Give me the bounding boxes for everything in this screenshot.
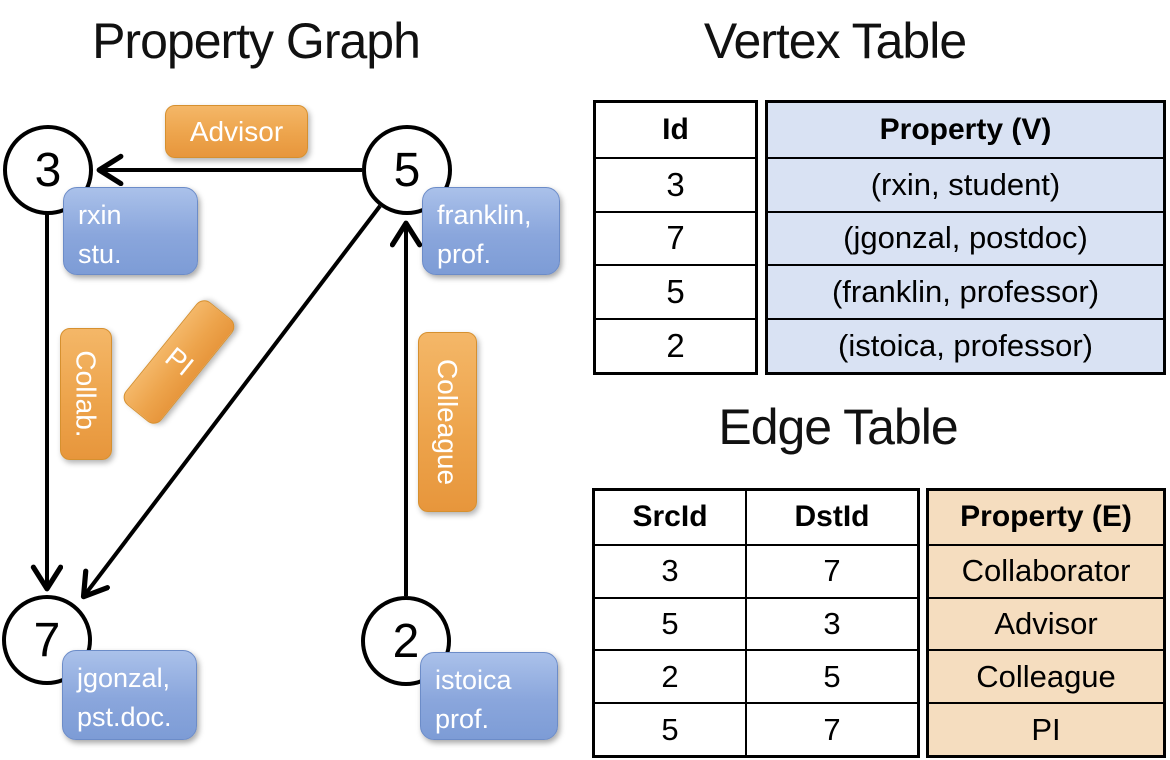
vertex-table-id-cell: 5 <box>596 264 755 318</box>
vertex-table-title: Vertex Table <box>703 13 967 69</box>
edge-table-dstid-header: DstId <box>745 491 917 544</box>
vertex-property-line: prof. <box>435 704 490 735</box>
vertex-property-line: rxin <box>78 200 122 230</box>
edge-table-property-column: Property (E) Collaborator Advisor Collea… <box>926 488 1166 758</box>
node-id: 7 <box>33 613 61 667</box>
edge-table-srcid-cell: 3 <box>661 553 679 589</box>
edge-label-colleague: Colleague <box>418 332 477 512</box>
vertex-property-box-2: istoica prof. <box>420 652 558 740</box>
vertex-property-line: prof. <box>437 239 492 270</box>
edge-table-dstid-cell: 3 <box>745 598 917 650</box>
vertex-table-property-header: Property (V) <box>879 112 1052 146</box>
vertex-table-id-column: Id 3 7 5 2 <box>593 100 758 375</box>
edge-label-collab: Collab. <box>60 328 112 460</box>
edge-table-property-header: Property (E) <box>960 500 1132 534</box>
node-id: 3 <box>34 143 62 197</box>
node-id: 2 <box>392 614 420 668</box>
edge-label-pi-text: PI <box>159 341 200 382</box>
edge-label-advisor-text: Advisor <box>189 115 284 147</box>
edge-table-id-row: 5 7 <box>595 702 917 755</box>
edge-arrow-5-to-7 <box>84 204 382 596</box>
vertex-property-box-7: jgonzal, pst.doc. <box>62 650 197 740</box>
edge-table-srcid-cell: 5 <box>661 605 679 641</box>
edge-table-id-row: 3 7 <box>595 543 917 597</box>
vertex-table-property-cell: (rxin, student) <box>768 156 1163 211</box>
edge-table-id-columns: SrcId DstId 3 7 5 3 2 5 5 7 <box>592 488 920 758</box>
graph-node-2: 2 <box>361 596 451 686</box>
vertex-table-id-cell: 3 <box>596 156 755 211</box>
edge-table-property-cell: Colleague <box>929 649 1163 702</box>
vertex-property-line: franklin, <box>437 200 532 230</box>
vertex-table-id-cell: 7 <box>596 210 755 265</box>
vertex-table-property-column: Property (V) (rxin, student) (jgonzal, p… <box>765 100 1166 375</box>
edge-label-colleague-text: Colleague <box>432 358 464 486</box>
edge-table-srcid-header: SrcId <box>632 500 708 534</box>
vertex-property-box-3: rxin stu. <box>63 187 198 275</box>
vertex-table-id-header: Id <box>662 112 689 146</box>
vertex-property-box-5: franklin, prof. <box>422 187 560 275</box>
vertex-property-line: jgonzal, <box>77 663 171 693</box>
vertex-table-property-cell: (istoica, professor) <box>768 318 1163 372</box>
vertex-property-line: pst.doc. <box>77 702 172 733</box>
edge-table-srcid-cell: 5 <box>661 711 679 747</box>
graph-node-5: 5 <box>362 125 452 215</box>
edge-table-title: Edge Table <box>718 399 958 455</box>
edge-table-property-cell: Advisor <box>929 596 1163 650</box>
vertex-table-id-cell: 2 <box>596 318 755 372</box>
edge-table-id-row: 5 3 <box>595 596 917 650</box>
edge-table-id-row: 2 5 <box>595 649 917 703</box>
vertex-property-line: istoica <box>435 665 512 695</box>
edge-table-property-cell: Collaborator <box>929 543 1163 597</box>
edge-table-dstid-cell: 7 <box>745 704 917 755</box>
edge-table-dstid-cell: 5 <box>745 651 917 703</box>
edge-table-srcid-cell: 2 <box>661 658 679 694</box>
edge-table-dstid-cell: 7 <box>745 545 917 597</box>
graph-edges <box>0 0 585 760</box>
edge-table-header-row: SrcId DstId <box>595 491 917 544</box>
edge-table-property-cell: PI <box>929 702 1163 755</box>
vertex-table-property-cell: (franklin, professor) <box>768 264 1163 318</box>
vertex-table-property-cell: (jgonzal, postdoc) <box>768 210 1163 265</box>
node-id: 5 <box>393 143 421 197</box>
edge-label-advisor: Advisor <box>165 105 308 158</box>
vertex-property-line: stu. <box>78 239 122 270</box>
property-graph-title: Property Graph <box>92 13 421 69</box>
edge-label-collab-text: Collab. <box>71 350 103 438</box>
